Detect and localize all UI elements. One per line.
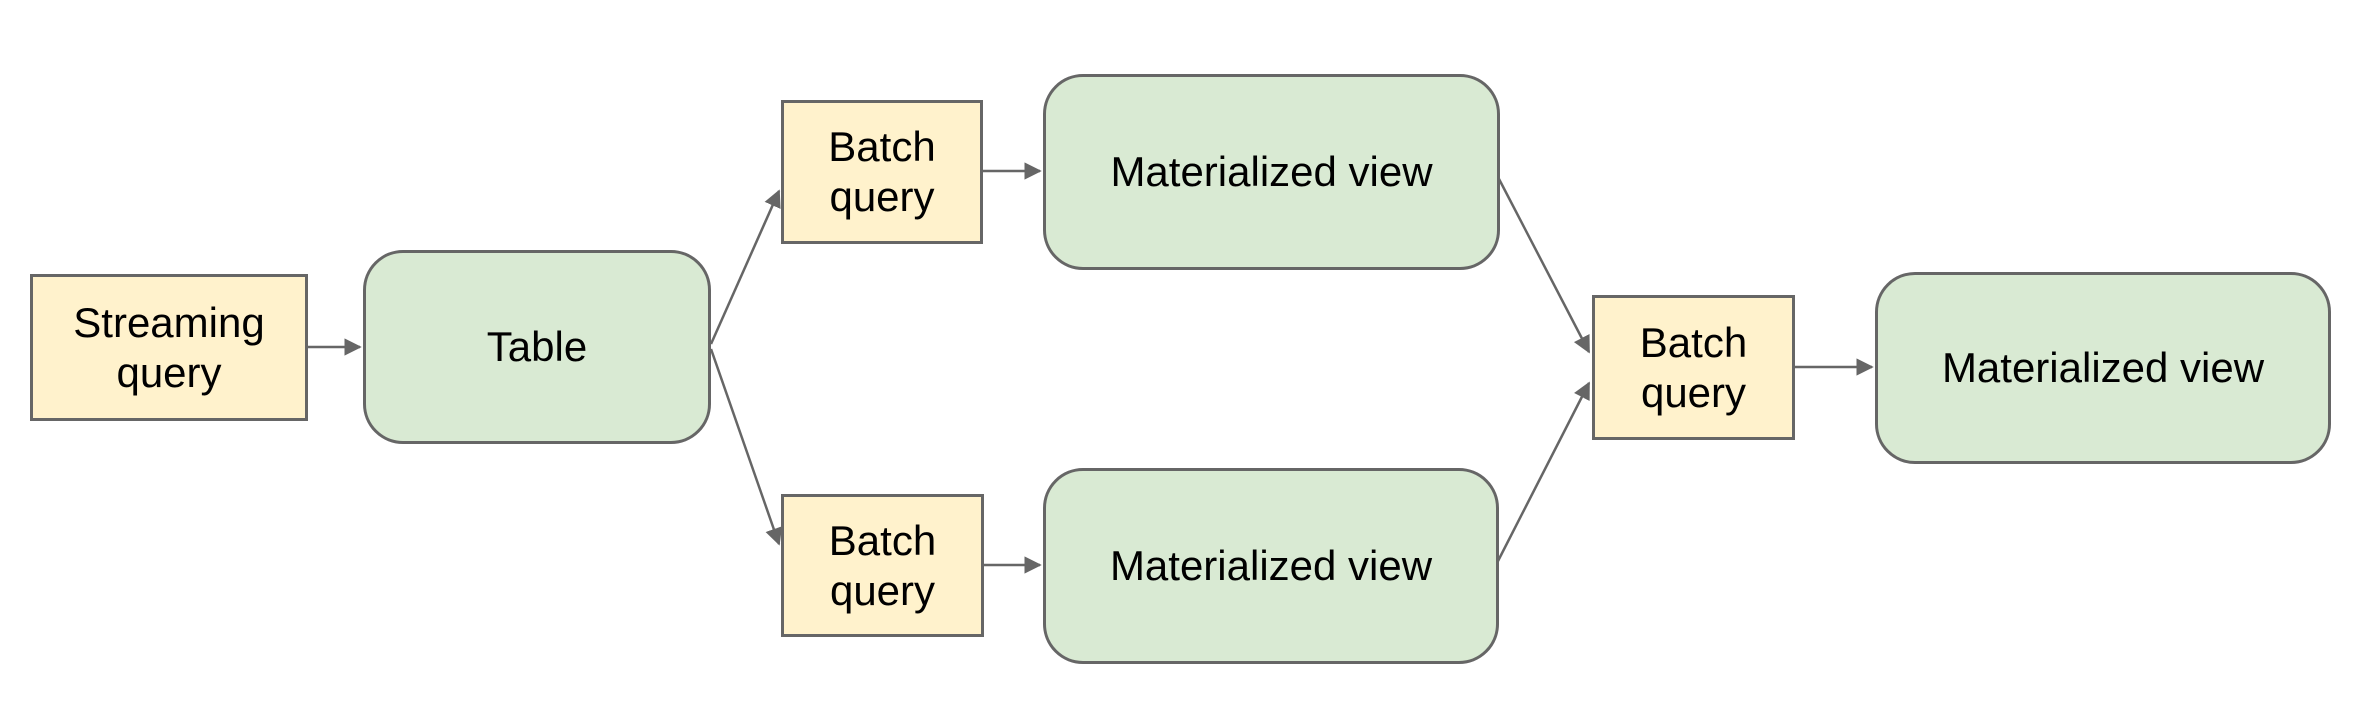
connector-materialized-view-bottom-to-batch-query-right [1496,381,1591,562]
node-batch-query-top: Batch query [781,100,983,244]
node-materialized-view-right: Materialized view [1875,272,2331,464]
node-label: Materialized view [1109,542,1433,590]
node-label: Materialized view [1110,148,1433,196]
connector-table-to-batch-query-bottom [709,348,783,546]
node-label: Table [486,323,588,371]
node-materialized-view-top: Materialized view [1043,74,1500,270]
connector-table-to-batch-query-top [709,189,781,345]
node-table: Table [363,250,711,444]
node-label: Materialized view [1941,344,2265,392]
node-label: Streaming query [73,298,265,396]
node-label: Batch query [1639,318,1748,416]
connector-materialized-view-top-to-batch-query-right [1497,178,1591,354]
node-batch-query-bottom: Batch query [781,494,984,637]
node-batch-query-right: Batch query [1592,295,1795,440]
node-label: Batch query [828,516,937,614]
node-materialized-view-bottom: Materialized view [1043,468,1499,664]
node-streaming-query: Streaming query [30,274,308,421]
node-label: Batch query [828,123,936,220]
